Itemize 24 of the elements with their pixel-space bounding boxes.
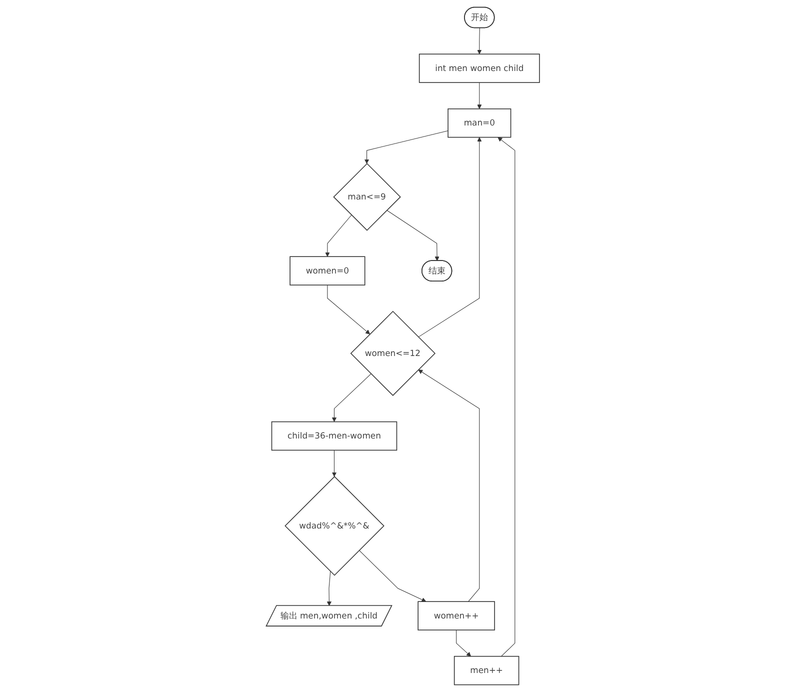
arrow [418,370,480,602]
arrow [498,137,516,657]
node-diamond [333,163,402,231]
arrow [477,82,482,110]
arrow [359,550,426,602]
arrow [332,450,337,477]
flowchart: 开始 int men women child man=0 man<=9 women=0 women<=12 child=36-men-women wdad%^&*%^& 输出 men,women ,child women++ men++ 结束 [262,3,544,689]
arrow [418,137,482,338]
node-diamond [284,476,385,576]
arrow [332,374,372,422]
node-diamond [350,310,436,396]
arrow [327,571,332,606]
arrow [386,210,440,262]
node-box [454,656,520,686]
arrow [325,214,352,257]
node-box [418,601,496,630]
node-box [272,421,398,451]
arrow [364,130,448,164]
arrow [477,28,482,54]
arrow [456,630,472,657]
node-box [448,108,512,138]
arrow [327,284,370,334]
node-box [419,54,540,83]
node-box [290,256,366,286]
